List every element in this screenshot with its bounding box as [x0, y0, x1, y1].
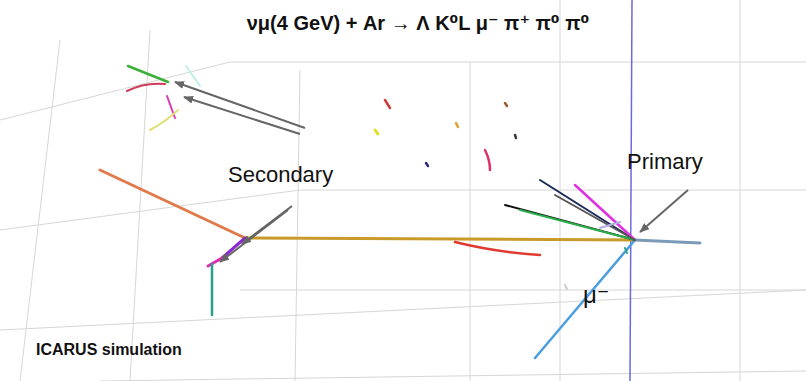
particle-label: μ⁻ [583, 282, 610, 308]
vertex-label: Secondary [228, 163, 333, 187]
vertex-label: Primary [627, 150, 703, 174]
tracks [100, 66, 700, 358]
leader-arrows [175, 82, 688, 262]
grid-axis [630, 0, 632, 381]
event-title: νμ(4 GeV) + Ar → Λ K⁰L μ⁻ π⁺ π⁰ π⁰ [247, 12, 590, 34]
watermark: ICARUS simulation [36, 341, 182, 359]
